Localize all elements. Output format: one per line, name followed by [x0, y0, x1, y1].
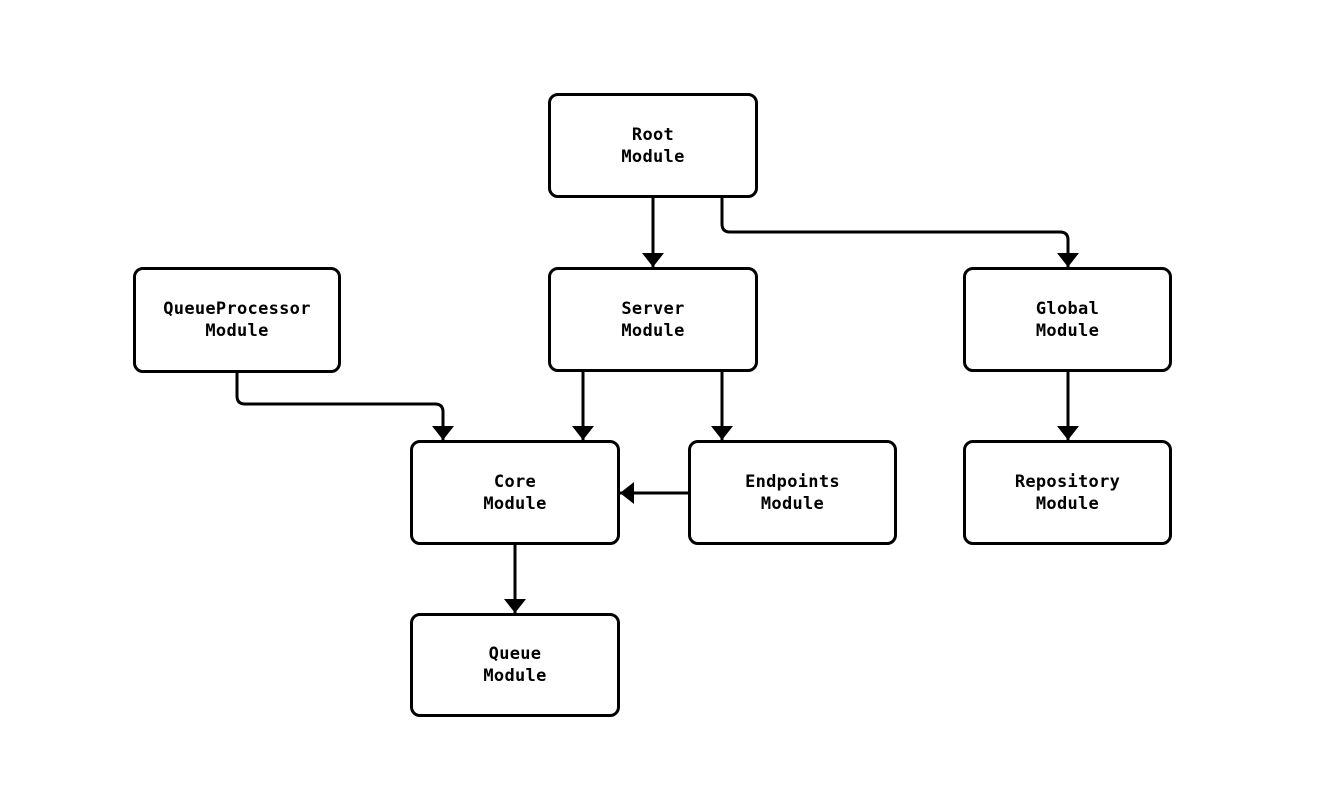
node-server-module: Server Module	[548, 267, 758, 372]
edge-queueprocessor-to-core	[235, 373, 454, 440]
edge-root-to-global	[720, 198, 1079, 267]
node-queue-module: Queue Module	[410, 613, 620, 717]
node-root-module: Root Module	[548, 93, 758, 198]
node-repository-module: Repository Module	[963, 440, 1172, 545]
node-queueprocessor-module: QueueProcessor Module	[133, 267, 341, 373]
node-global-module: Global Module	[963, 267, 1172, 372]
node-endpoints-module: Endpoints Module	[688, 440, 897, 545]
node-core-module: Core Module	[410, 440, 620, 545]
